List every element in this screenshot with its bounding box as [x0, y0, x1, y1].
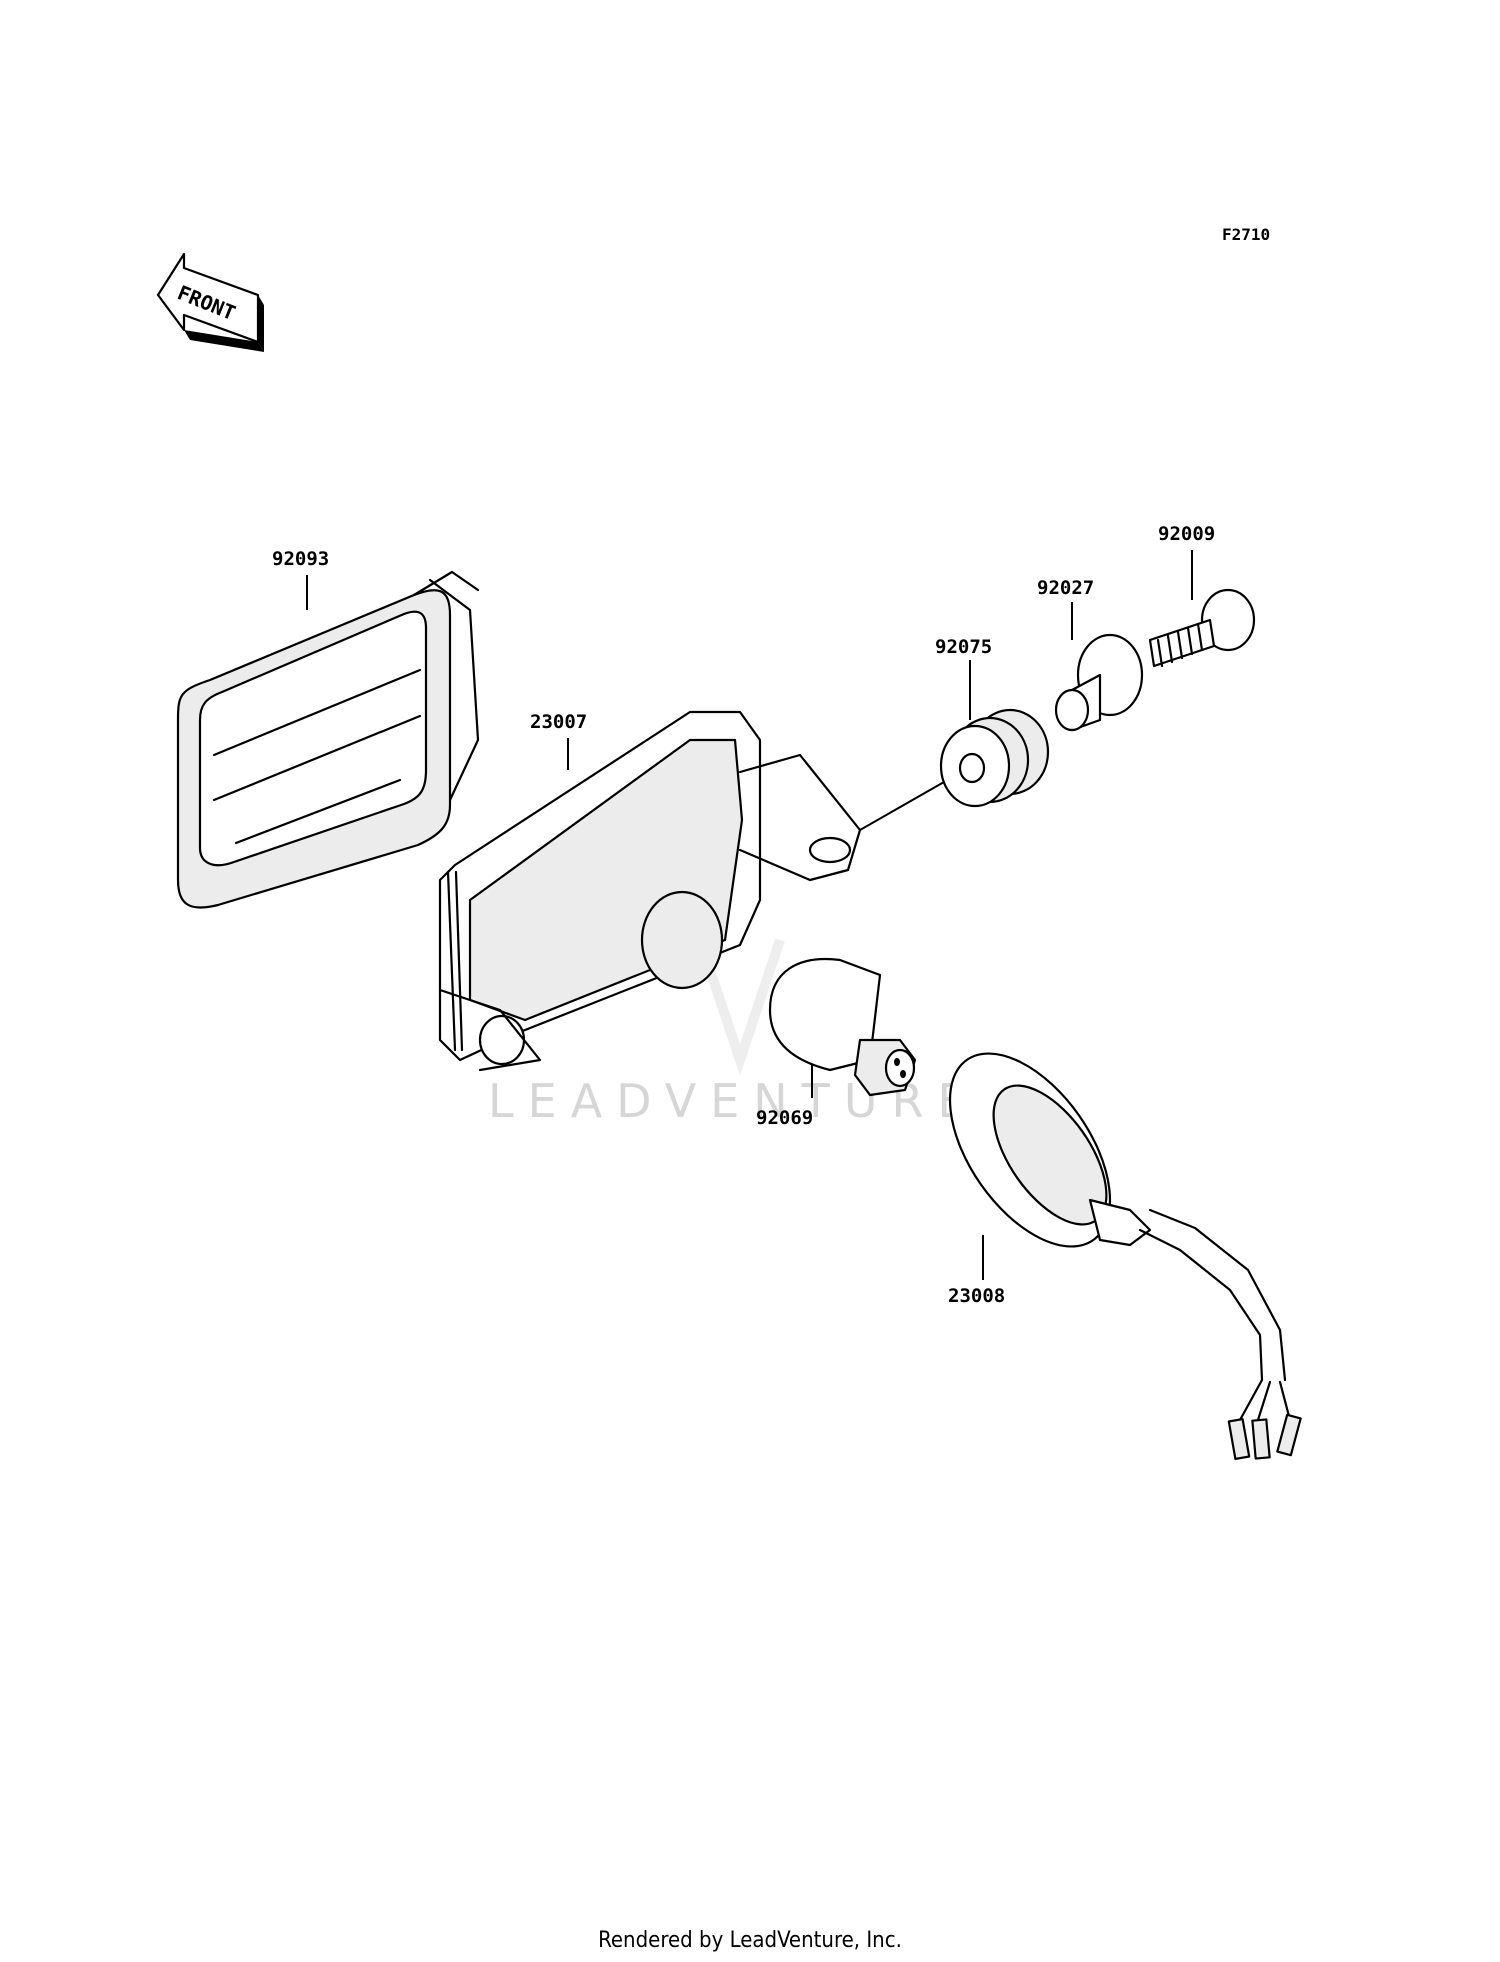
part-92009-bolt — [1148, 588, 1256, 668]
part-23008-socket — [948, 1052, 1302, 1461]
diagram-code: F2710 — [1222, 225, 1270, 244]
part-label-92027: 92027 — [1037, 577, 1094, 599]
part-label-23008: 23008 — [948, 1285, 1005, 1307]
part-label-92075: 92075 — [935, 636, 992, 658]
part-23007-housing — [438, 710, 862, 1072]
part-label-92093: 92093 — [272, 548, 329, 570]
front-arrow-icon: FRONT — [156, 252, 264, 352]
part-label-23007: 23007 — [530, 711, 587, 733]
part-92027-collar — [1054, 633, 1144, 732]
part-92093-gasket — [176, 570, 480, 909]
part-label-92069: 92069 — [756, 1107, 813, 1129]
part-label-92009: 92009 — [1158, 523, 1215, 545]
part-92075-grommet — [939, 708, 1050, 808]
footer-credit: Rendered by LeadVenture, Inc. — [598, 1928, 902, 1953]
part-92069-bulb — [768, 958, 917, 1097]
